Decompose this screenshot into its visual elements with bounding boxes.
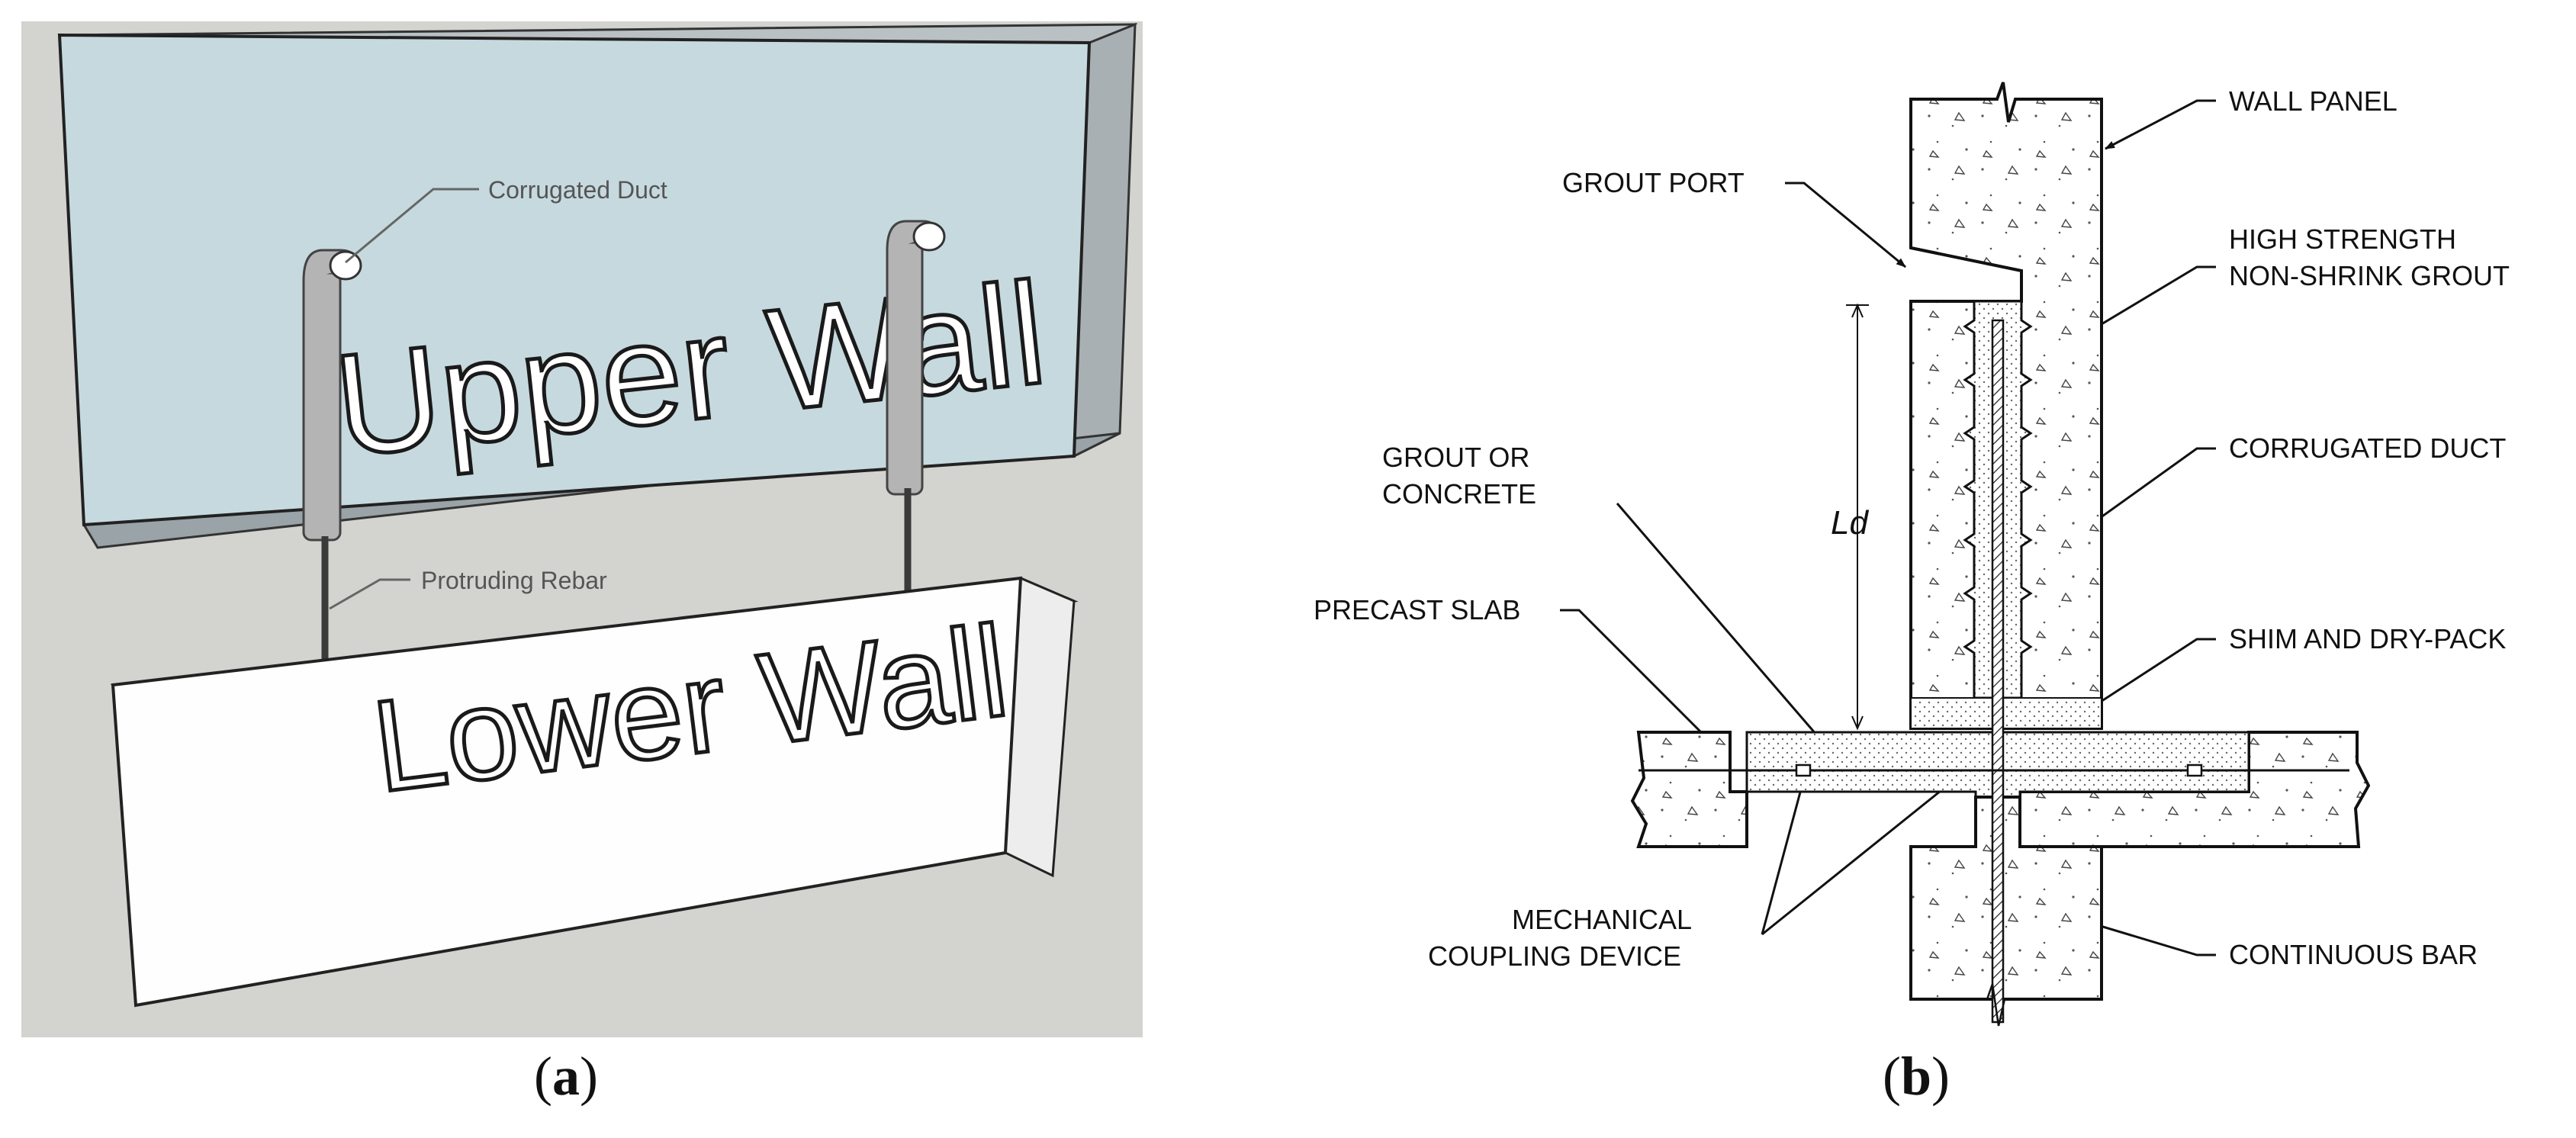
callout-corrugated-duct: Corrugated Duct: [345, 176, 667, 264]
caption-a-open: (: [534, 1046, 552, 1107]
bar-break-mark: [1986, 983, 2006, 1027]
lower-wall-panel: [1909, 796, 2103, 1001]
continuous-bar: [1991, 319, 2005, 1024]
label-grout-or-2: CONCRETE: [1382, 478, 1536, 510]
callout-protruding-rebar-text: Protruding Rebar: [421, 567, 607, 594]
callout-corrugated-duct-text: Corrugated Duct: [488, 176, 667, 204]
label-grout-port: GROUT PORT: [1562, 167, 1745, 198]
shim-dry-pack: [1910, 697, 2102, 729]
precast-slab-left: [1630, 731, 1748, 848]
corrugated-duct: [1963, 300, 2033, 699]
upper-wall: Upper Wall: [57, 22, 1138, 549]
label-mechanical-1: MECHANICAL: [1512, 904, 1692, 935]
grout-concrete-pocket: [1745, 731, 2250, 799]
label-wall-panel: WALL PANEL: [2229, 85, 2398, 117]
callout-protruding-rebar: Protruding Rebar: [329, 567, 607, 610]
label-corrugated-duct: CORRUGATED DUCT: [2229, 432, 2506, 464]
corrugated-duct-left: [302, 249, 362, 542]
label-grout-or-1: GROUT OR: [1382, 442, 1529, 473]
caption-a: (a): [534, 1045, 598, 1108]
label-mechanical-2: COUPLING DEVICE: [1428, 940, 1681, 972]
label-continuous-bar: CONTINUOUS BAR: [2229, 939, 2478, 970]
caption-a-letter: a: [552, 1046, 580, 1107]
label-shim-dry-pack: SHIM AND DRY-PACK: [2229, 623, 2506, 654]
panel-a-3d-sketch: Upper Wall Lower Wall Corrugated Duct Pr…: [21, 21, 1143, 1037]
caption-b-letter: b: [1900, 1046, 1932, 1107]
caption-b: (b): [1883, 1045, 1950, 1108]
caption-b-close: ): [1931, 1046, 1950, 1107]
mechanical-coupler-right: [2186, 763, 2203, 777]
caption-a-close: ): [579, 1046, 598, 1107]
upper-wall-panel: [1909, 82, 2103, 730]
mechanical-coupler-left: [1795, 763, 1812, 777]
caption-b-open: (: [1883, 1046, 1901, 1107]
grout-port: [1910, 246, 2023, 303]
lower-wall: Lower Wall: [110, 576, 1079, 1008]
label-high-strength-2: NON-SHRINK GROUT: [2229, 260, 2510, 291]
label-precast-slab: PRECAST SLAB: [1314, 594, 1520, 625]
label-high-strength-1: HIGH STRENGTH: [2229, 223, 2456, 255]
precast-slab-right: [2018, 731, 2371, 848]
lower-wall-face: [111, 576, 1023, 1008]
label-ld: Ld: [1831, 504, 1869, 542]
